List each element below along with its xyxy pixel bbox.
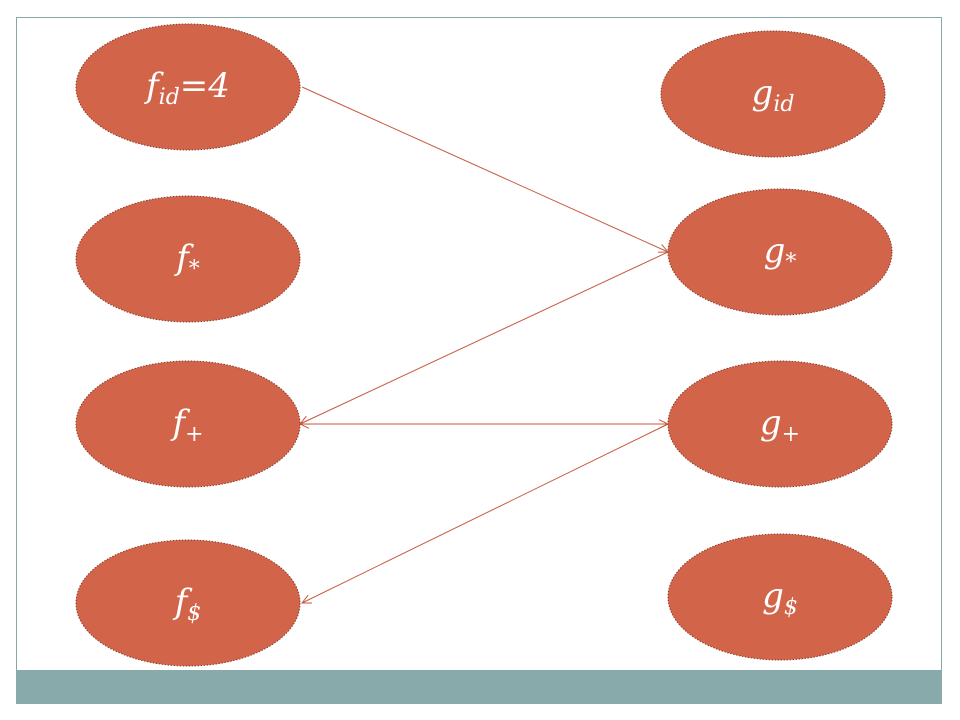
edge-g_add-to-f_end	[300, 423, 669, 604]
node-label-base: g	[762, 576, 784, 616]
node-label-base: g	[752, 73, 774, 113]
node-ellipse	[75, 23, 301, 151]
node-label-subscript: $	[784, 595, 798, 620]
node-g-mul: g*	[667, 188, 893, 316]
edges-layer	[298, 86, 670, 604]
edge-f_id-to-g_mul	[301, 86, 670, 253]
node-ellipse	[75, 539, 301, 667]
node-f-add: f+	[75, 360, 301, 488]
node-label: g*	[764, 231, 797, 275]
node-ellipse	[660, 30, 886, 158]
node-ellipse	[667, 188, 893, 316]
node-label-subscript: id	[773, 92, 794, 117]
node-label: g+	[760, 403, 800, 447]
edge-line	[301, 86, 669, 253]
node-f-mul: f*	[75, 195, 301, 323]
node-g-end: g$	[667, 533, 893, 661]
node-label-subscript: $	[187, 601, 201, 626]
node-label: g$	[762, 576, 798, 620]
edge-g_mul-to-f_add	[298, 251, 669, 425]
node-ellipse	[667, 533, 893, 661]
edge-line	[299, 251, 669, 425]
node-f-id: fid=4	[75, 23, 301, 151]
node-ellipse	[75, 360, 301, 488]
footer-band	[16, 670, 942, 704]
node-ellipse	[75, 195, 301, 323]
edge-line	[301, 423, 669, 604]
node-label: gid	[752, 73, 795, 117]
edge-g_add-to-f_add	[298, 419, 668, 429]
node-f-end: f$	[75, 539, 301, 667]
node-label-suffix: =4	[180, 66, 230, 106]
node-label-subscript: +	[185, 422, 203, 447]
node-label: fid=4	[143, 66, 230, 110]
node-label-base: g	[760, 403, 782, 443]
node-g-add: g+	[667, 360, 893, 488]
node-label-subscript: *	[785, 250, 796, 275]
node-label-subscript: *	[189, 257, 200, 282]
node-ellipse	[667, 360, 893, 488]
node-g-id: gid	[660, 30, 886, 158]
node-label-base: g	[764, 231, 786, 271]
node-label-subscript: +	[782, 422, 800, 447]
node-label-subscript: id	[159, 85, 180, 110]
arrowhead-icon	[300, 594, 313, 604]
